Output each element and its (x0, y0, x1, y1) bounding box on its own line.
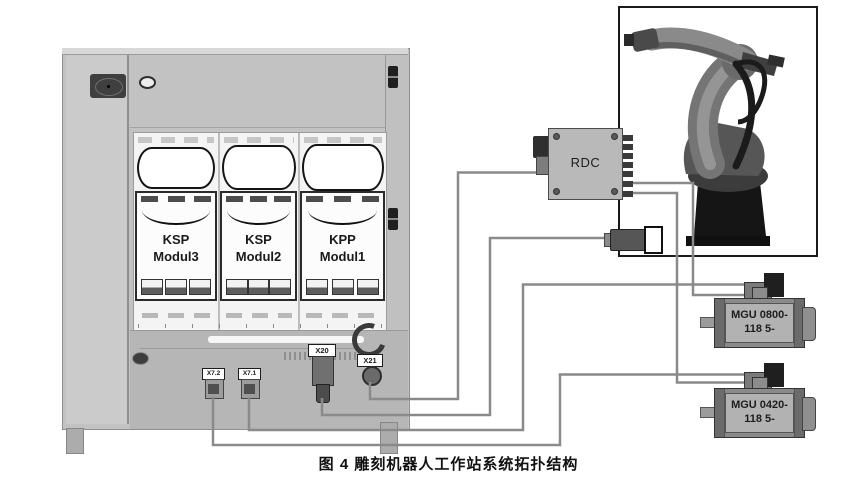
cabinet-left-door (66, 55, 129, 424)
x71-connector-inner (244, 384, 255, 394)
screw-icon (553, 133, 560, 140)
hinge-icon (388, 66, 398, 88)
rdc-pin (623, 191, 633, 197)
door-lock-knob (139, 76, 156, 89)
rdc-box: RDC (548, 128, 633, 200)
terminal-markings (306, 313, 380, 318)
terminal-strip (138, 137, 214, 143)
terminal-strip (304, 137, 382, 143)
fan-vent-icon (137, 147, 215, 189)
x20-plug-tip (316, 384, 330, 403)
column-separator (218, 133, 220, 331)
terminal-strip (224, 137, 294, 143)
rdc-pin (623, 135, 633, 141)
screw-icon (611, 188, 618, 195)
port-label-x21: X21 (357, 354, 383, 367)
x21-connector (362, 366, 382, 386)
module-label: KPP Modul1 (319, 232, 366, 264)
module-connectors (222, 279, 295, 295)
module-label: KSP Modul2 (235, 232, 282, 264)
module-arc (307, 210, 378, 225)
drive-module-kpp1: KPP Modul1 (300, 191, 385, 301)
terminal-markings (226, 313, 292, 318)
figure-caption: 图 4 雕刻机器人工作站系统拓扑结构 (318, 456, 579, 473)
fan-vent-icon (222, 145, 296, 190)
module-arc (227, 210, 290, 225)
fan-oval-icon (95, 78, 123, 96)
drive-module-ksp2: KSP Modul2 (220, 191, 297, 301)
cabinet-top-edge (62, 48, 408, 55)
motor-plug-icon (764, 273, 784, 297)
motor-nameplate: MGU 0420- 118 5- (725, 393, 794, 433)
drive-module-ksp3: KSP Modul3 (135, 191, 217, 301)
cabinet-foot (66, 428, 84, 454)
x72-connector-inner (208, 384, 219, 394)
robot-photo-frame (618, 6, 818, 257)
module-vents (137, 193, 215, 202)
motor-nameplate: MGU 0800- 118 5- (725, 303, 794, 343)
hinge-icon (388, 208, 398, 230)
column-separator (298, 133, 300, 331)
rdc-pin (623, 153, 633, 159)
module-connectors (302, 279, 383, 295)
screw-icon (553, 188, 560, 195)
fan-center-dot (107, 85, 110, 88)
drive-module-bay: KSP Modul3 KSP Modul2 KPP Modul1 (133, 132, 387, 332)
motor-mgu-0420: MGU 0420- 118 5- (700, 363, 816, 438)
motor-end-cap (802, 307, 816, 341)
motor-cable-plug-tip (644, 226, 663, 254)
rdc-pin (623, 144, 633, 150)
screw-icon (611, 133, 618, 140)
x20-connector (312, 356, 334, 386)
robot-arm-image (624, 27, 785, 246)
bottom-white-slot (208, 336, 364, 343)
module-vents (302, 193, 383, 202)
motor-cable-plug (610, 229, 648, 251)
terminal-ticks (138, 324, 382, 328)
terminal-markings (142, 313, 212, 318)
rdc-label: RDC (570, 155, 601, 170)
module-connectors (137, 279, 215, 295)
motor-plug-icon (764, 363, 784, 387)
rdc-left-plug (533, 136, 551, 158)
cabinet-foot (380, 422, 398, 454)
rdc-pin (623, 171, 633, 177)
module-arc (142, 210, 210, 225)
rdc-pin (623, 162, 633, 168)
motor-mgu-0800: MGU 0800- 118 5- (700, 273, 816, 348)
fan-vent-icon (302, 144, 384, 191)
motor-end-cap (802, 397, 816, 431)
module-vents (222, 193, 295, 202)
bottom-knob-icon (132, 352, 149, 365)
rdc-pin (623, 181, 633, 187)
panel-divider (130, 127, 408, 128)
module-label: KSP Modul3 (153, 232, 199, 264)
